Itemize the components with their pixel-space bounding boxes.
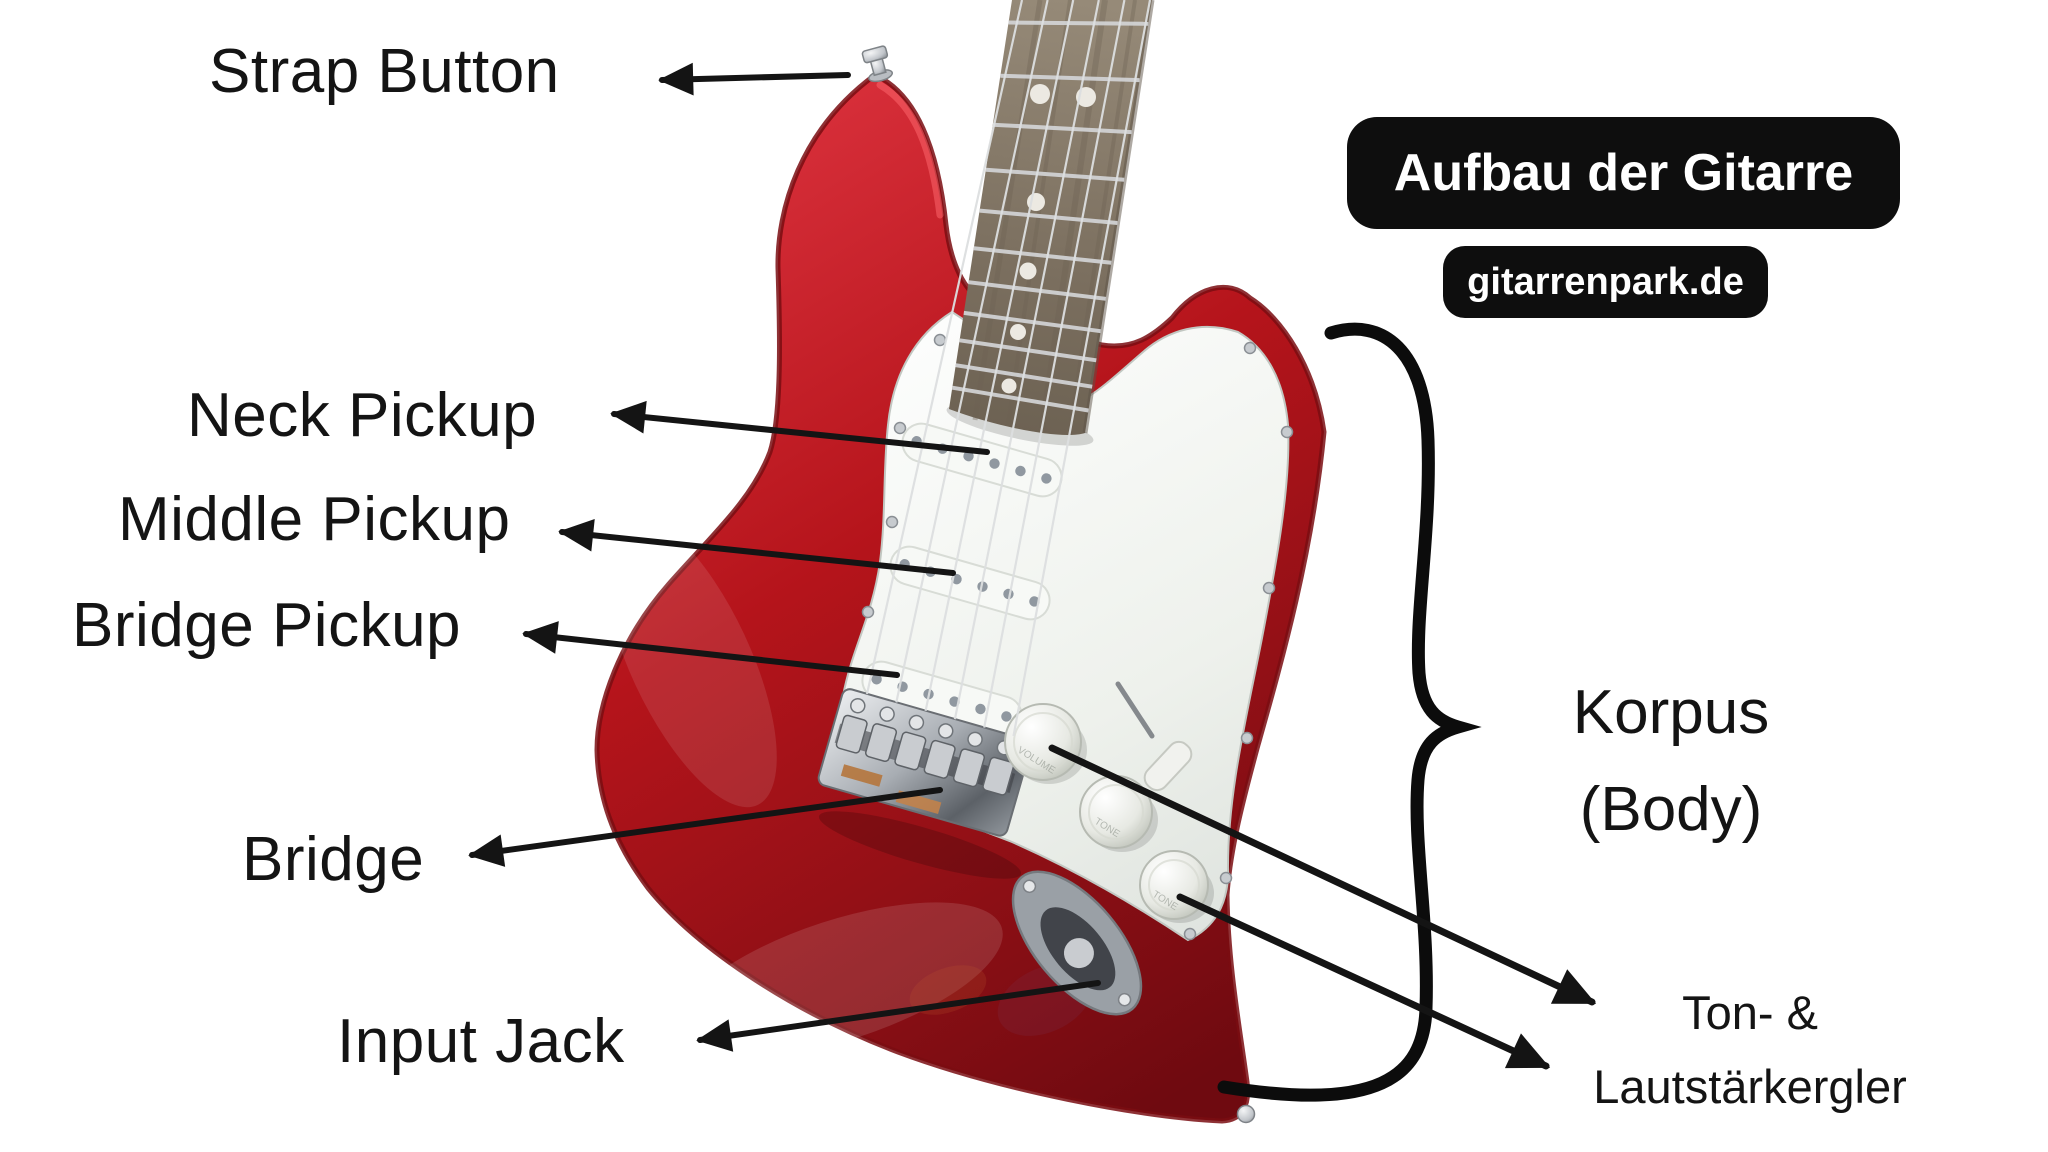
label-korpus: Korpus (Body) — [1500, 664, 1842, 858]
website-badge: gitarrenpark.de — [1443, 246, 1768, 318]
label-strap-button: Strap Button — [209, 37, 560, 106]
korpus-brace — [1217, 322, 1482, 1102]
arrow-neck-pickup — [610, 400, 990, 455]
arrow-bridge — [468, 787, 943, 867]
strap-button-bottom — [1236, 1104, 1256, 1124]
title-badge: Aufbau der Gitarre — [1347, 117, 1900, 229]
website-name: gitarrenpark.de — [1467, 260, 1744, 303]
arrow-input-jack — [696, 980, 1101, 1052]
label-korpus-line1: Korpus — [1572, 678, 1770, 747]
arrow-tone-knob-to-controls — [1176, 893, 1551, 1070]
arrow-bridge-pickup — [522, 621, 900, 678]
arrow-volume-knob-to-controls — [1048, 744, 1597, 1006]
arrow-strap-button — [658, 62, 851, 96]
label-korpus-line2: (Body) — [1579, 775, 1763, 844]
input-jack — [1011, 870, 1143, 1016]
page-title: Aufbau der Gitarre — [1393, 144, 1854, 202]
volume-knob: VOLUME — [1004, 703, 1087, 784]
strings — [865, 0, 1152, 737]
label-controls-line2: Lautstärkergler — [1593, 1060, 1907, 1113]
strap-button-top — [861, 45, 894, 83]
label-middle-pickup: Middle Pickup — [118, 485, 511, 554]
label-neck-pickup: Neck Pickup — [187, 381, 538, 450]
label-input-jack: Input Jack — [337, 1007, 625, 1076]
label-controls-line1: Ton- & — [1682, 986, 1818, 1039]
label-bridge-pickup: Bridge Pickup — [72, 591, 462, 660]
label-tone-volume-controls: Ton- & Lautstärkergler — [1535, 976, 1965, 1124]
pickup-selector-switch — [1115, 681, 1193, 792]
label-bridge: Bridge — [242, 825, 425, 894]
tone-knob-1: TONE — [1079, 775, 1158, 852]
arrow-middle-pickup — [558, 518, 956, 576]
